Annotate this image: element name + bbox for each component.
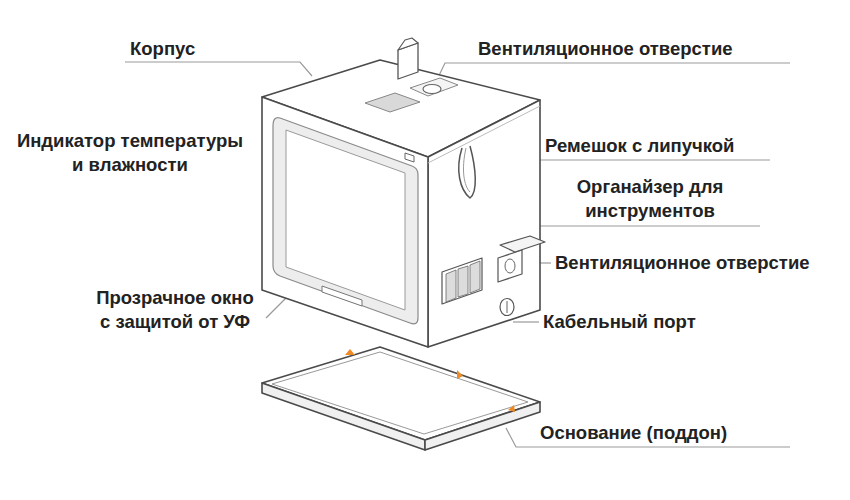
part-label: Корпус	[130, 37, 197, 61]
part-label: Кабельный порт	[543, 310, 698, 334]
part-label: Основание (поддон)	[540, 421, 729, 445]
part-label: Прозрачное окно с защитой от УФ	[95, 286, 256, 334]
part-label: Органайзер для инструментов	[564, 175, 736, 223]
part-label: Вентиляционное отверстие	[555, 251, 812, 275]
part-label: Индикатор температуры и влажности	[15, 129, 244, 177]
dryer-body	[262, 38, 545, 450]
part-label: Ремешок с липучкой	[545, 134, 736, 158]
part-label: Вентиляционное отверстие	[478, 37, 735, 61]
